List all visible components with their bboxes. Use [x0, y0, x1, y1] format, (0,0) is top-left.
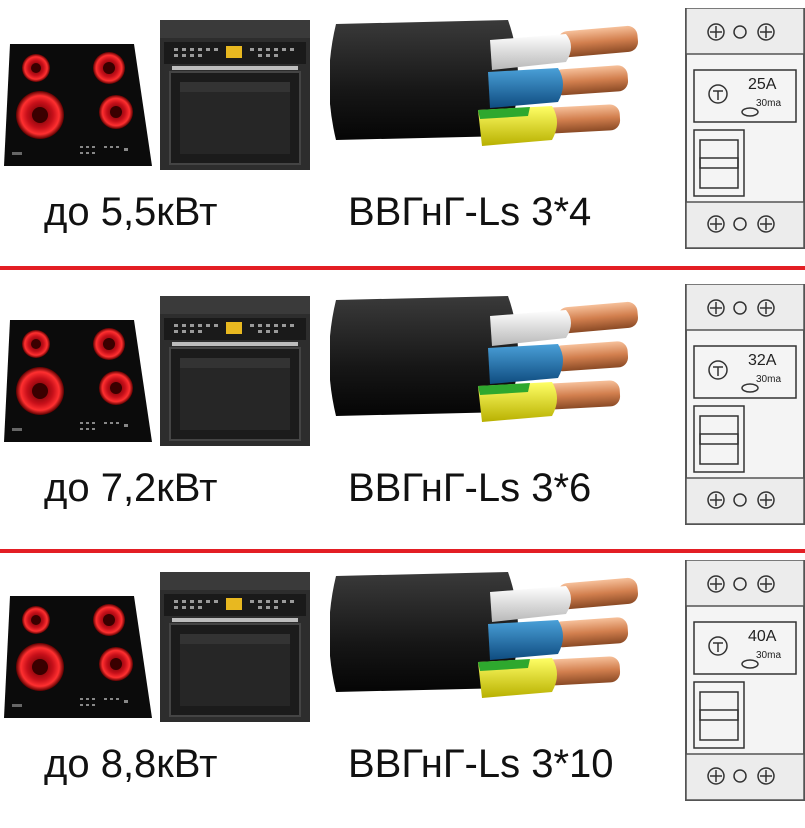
- rcd-rating: 40A: [748, 628, 777, 645]
- cable-label: ВВГнГ-Ls 3*6: [348, 466, 592, 510]
- ceramic-hob-icon: [4, 44, 152, 166]
- rcd-rating: 32A: [748, 352, 777, 369]
- rcd-breaker-icon: [685, 560, 805, 801]
- rcd-sensitivity: 30ma: [756, 650, 782, 661]
- cable-label: ВВГнГ-Ls 3*4: [348, 190, 592, 234]
- ceramic-hob-icon: [4, 596, 152, 718]
- three-core-cable-icon: [330, 20, 639, 146]
- rcd-sensitivity: 30ma: [756, 98, 782, 109]
- built-in-oven-icon: [160, 296, 310, 446]
- divider-line: [0, 266, 805, 270]
- config-row: 32A 30ma до 7,2кВт ВВГнГ-Ls 3*6: [0, 276, 805, 552]
- rcd-breaker-icon: [685, 8, 805, 249]
- cable-label: ВВГнГ-Ls 3*10: [348, 742, 614, 786]
- three-core-cable-icon: [330, 296, 639, 422]
- divider-line: [0, 549, 805, 553]
- ceramic-hob-icon: [4, 320, 152, 442]
- power-label: до 8,8кВт: [44, 742, 218, 786]
- rcd-rating: 25A: [748, 76, 777, 93]
- built-in-oven-icon: [160, 20, 310, 170]
- config-row: 40A 30ma до 8,8кВт ВВГнГ-Ls 3*10: [0, 552, 805, 828]
- power-label: до 5,5кВт: [44, 190, 218, 234]
- config-row: 25A 30ma до 5,5кВт ВВГнГ-Ls 3*4: [0, 0, 805, 276]
- rcd-sensitivity: 30ma: [756, 374, 782, 385]
- built-in-oven-icon: [160, 572, 310, 722]
- power-label: до 7,2кВт: [44, 466, 218, 510]
- rcd-breaker-icon: [685, 284, 805, 525]
- three-core-cable-icon: [330, 572, 639, 698]
